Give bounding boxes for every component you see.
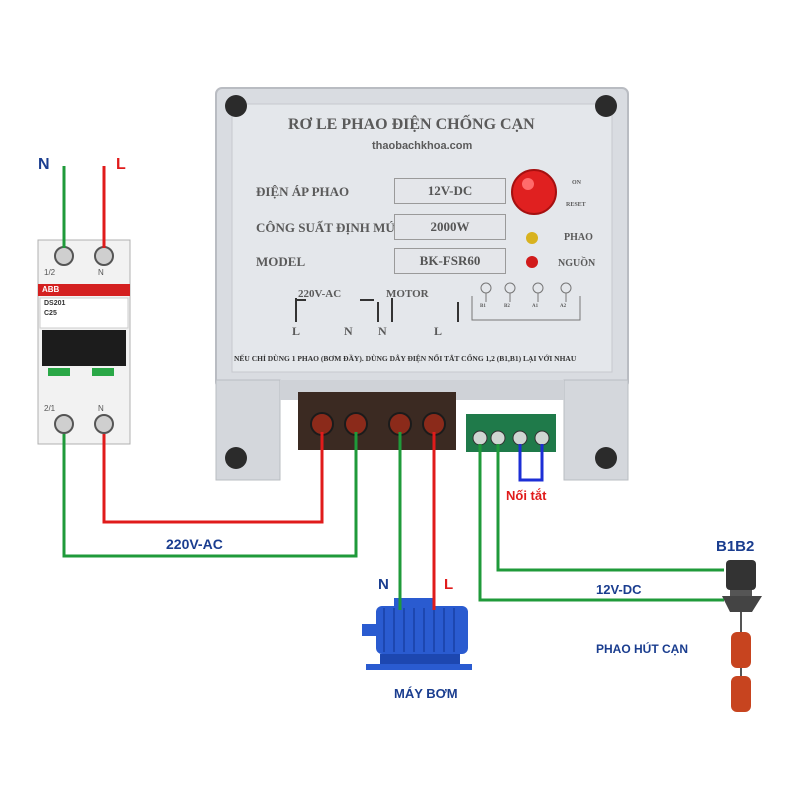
float-terminal-label: B1 bbox=[480, 304, 486, 309]
section-ac-label: 220V-AC bbox=[298, 288, 342, 300]
relay-row-label-model: MODEL bbox=[256, 254, 306, 269]
relay-row-value-power: 2000W bbox=[394, 214, 506, 240]
float-voltage-label: 12V-DC bbox=[596, 582, 642, 597]
terminal-letter: L bbox=[292, 324, 301, 338]
short-jumper bbox=[518, 444, 544, 482]
float-terminal-label: A1 bbox=[532, 304, 539, 309]
button-on-label: ON bbox=[572, 180, 581, 186]
breaker-bottom-right-mark: N bbox=[98, 404, 104, 413]
breaker-model: DS201 bbox=[44, 300, 66, 307]
float-name-label: PHAO HÚT CẠN bbox=[596, 642, 688, 656]
float-switch bbox=[722, 560, 762, 712]
ac-terminal-screw bbox=[388, 412, 412, 436]
led-phao-label: PHAO bbox=[564, 232, 593, 243]
ac-terminal-screw bbox=[344, 412, 368, 436]
relay-note: NẾU CHỈ DÙNG 1 PHAO (BƠM ĐẦY). DÙNG DÂY … bbox=[234, 354, 577, 363]
breaker-rating: C25 bbox=[44, 310, 57, 317]
breaker-terminal bbox=[54, 414, 74, 434]
section-motor-label: MOTOR bbox=[386, 288, 429, 300]
relay-row-value-model: BK-FSR60 bbox=[394, 248, 506, 274]
screw-hole bbox=[595, 95, 617, 117]
circuit-breaker bbox=[37, 239, 131, 445]
terminal-letter: N bbox=[378, 324, 387, 338]
screw-hole bbox=[225, 447, 247, 469]
wire-l-to-relay bbox=[102, 432, 324, 524]
terminal-letter: L bbox=[434, 324, 443, 338]
ac-terminal-screw bbox=[310, 412, 334, 436]
relay-title: RƠ LE PHAO ĐIỆN CHỐNG CẠN bbox=[288, 116, 535, 133]
reset-button bbox=[511, 169, 557, 215]
supply-label: 220V-AC bbox=[166, 536, 223, 552]
relay-row-label-voltage: ĐIỆN ÁP PHAO bbox=[256, 184, 350, 199]
breaker-terminal bbox=[54, 246, 74, 266]
float-terminal-label: A2 bbox=[560, 304, 567, 309]
pump-label: MÁY BƠM bbox=[394, 686, 458, 701]
float-ports-label: B1B2 bbox=[716, 538, 755, 555]
float-terminal-label: B2 bbox=[504, 304, 510, 309]
screw-hole bbox=[225, 95, 247, 117]
screw-hole bbox=[595, 447, 617, 469]
breaker-bottom-left-mark: 2/1 bbox=[44, 404, 56, 413]
breaker-n-label: N bbox=[38, 156, 50, 173]
wire-float-2 bbox=[496, 444, 724, 572]
float-terminal-screw bbox=[534, 430, 550, 446]
breaker-terminal bbox=[94, 246, 114, 266]
ac-terminal-screw bbox=[422, 412, 446, 436]
terminal-letter: N bbox=[344, 324, 353, 338]
breaker-terminal bbox=[94, 414, 114, 434]
nguon-led bbox=[526, 256, 538, 268]
button-reset-label: RESET bbox=[566, 202, 586, 208]
breaker-brand: ABB bbox=[42, 285, 60, 294]
phao-led bbox=[526, 232, 538, 244]
wire-float-1 bbox=[478, 444, 724, 602]
float-terminal-screw bbox=[472, 430, 488, 446]
breaker-top-right-mark: N bbox=[98, 268, 104, 277]
led-nguon-label: NGUỒN bbox=[558, 258, 596, 269]
float-terminal-screw bbox=[490, 430, 506, 446]
motor-l-label: L bbox=[444, 576, 454, 593]
pump-motor bbox=[362, 598, 472, 670]
relay-website: thaobachkhoa.com bbox=[372, 140, 473, 152]
wire-n-to-relay bbox=[62, 432, 358, 558]
relay-row-value-voltage: 12V-DC bbox=[394, 178, 506, 204]
relay-row-label-power: CÔNG SUẤT ĐỊNH MỨC bbox=[256, 220, 406, 235]
breaker-top-left-mark: 1/2 bbox=[44, 268, 56, 277]
breaker-l-label: L bbox=[116, 156, 126, 173]
short-label: Nối tắt bbox=[506, 488, 547, 503]
motor-n-label: N bbox=[378, 576, 389, 593]
float-terminal-screw bbox=[512, 430, 528, 446]
